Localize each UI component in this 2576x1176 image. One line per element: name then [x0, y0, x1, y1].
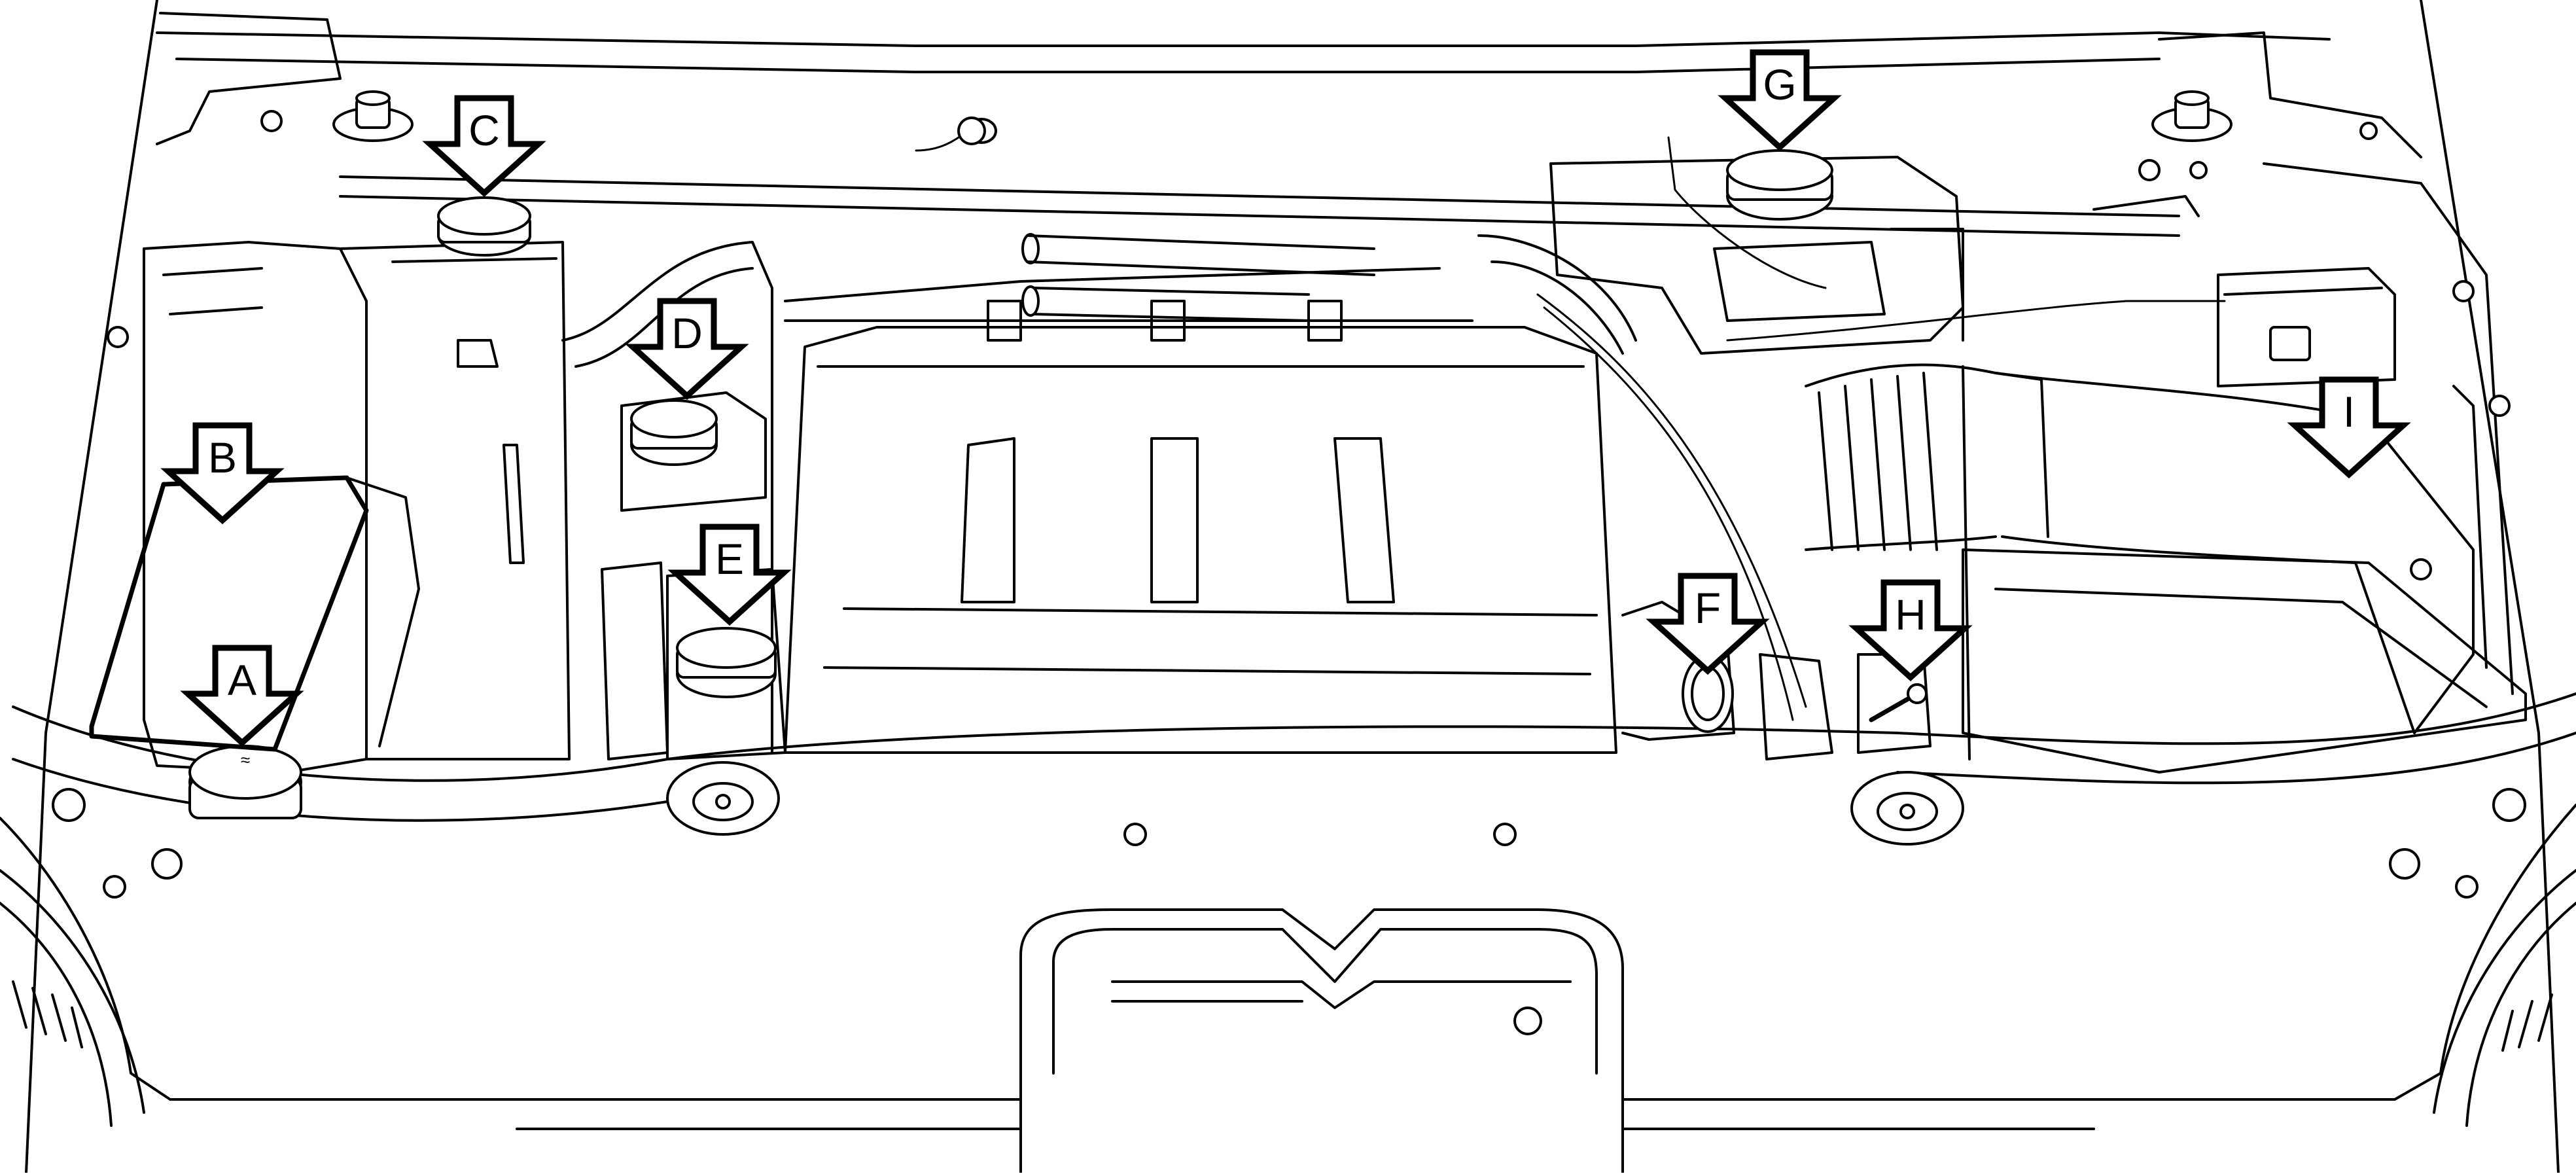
engine-cover — [784, 267, 1617, 754]
wheel-left — [0, 869, 145, 1127]
callout-b: B — [160, 422, 285, 525]
callout-label: C — [468, 106, 500, 154]
callout-arrow-shape — [422, 95, 546, 198]
reservoir-e — [666, 568, 786, 760]
callout-label: F — [1695, 584, 1721, 632]
callout-g: G — [1718, 49, 1842, 152]
reservoir-d — [620, 391, 767, 512]
wheel-right — [2433, 869, 2576, 1127]
callout-arrow-shape — [160, 422, 285, 525]
callout-arrow-shape — [625, 298, 749, 401]
callout-h: H — [1848, 579, 1973, 682]
callout-c: C — [422, 95, 546, 198]
right-structure — [1890, 162, 2514, 760]
callout-arrow-shape — [1646, 573, 1770, 675]
front-upper-panel — [0, 692, 2576, 1174]
strut-brace — [339, 175, 2200, 237]
fitting-f — [1621, 601, 1833, 760]
callout-arrow-shape — [1848, 579, 1973, 682]
callout-i: I — [2287, 376, 2411, 479]
callout-e: E — [667, 524, 792, 626]
callout-label: A — [228, 656, 256, 704]
callout-label: D — [671, 309, 703, 357]
strut-tower-right — [2151, 90, 2232, 142]
callout-f: F — [1646, 573, 1770, 675]
fuse-box — [2217, 267, 2396, 387]
callout-label: H — [1895, 590, 1926, 639]
strut-tower-left — [332, 90, 414, 142]
mounting-bolts — [52, 110, 2526, 1035]
battery — [89, 475, 420, 752]
callout-label: E — [715, 535, 744, 583]
callout-d: D — [625, 298, 749, 401]
callout-arrow-shape — [180, 645, 304, 747]
callout-a: A — [180, 645, 304, 747]
callout-arrow-shape — [2287, 376, 2411, 479]
hoses-top-center — [1021, 233, 1637, 355]
callout-arrow-shape — [1718, 49, 1842, 152]
body-outline — [25, 0, 2560, 1174]
coolant-reservoir-left — [339, 196, 571, 760]
callout-arrow-shape — [667, 524, 792, 626]
wiring — [915, 118, 2226, 721]
callouts: A B C D E F G H I — [160, 49, 2411, 747]
callout-label: I — [2343, 387, 2355, 436]
coolant-reservoir-right — [1549, 149, 1964, 355]
callout-label: G — [1763, 60, 1796, 109]
svg-text:≈: ≈ — [241, 750, 250, 770]
air-filter-box — [1962, 548, 2527, 774]
callout-label: B — [208, 433, 237, 482]
